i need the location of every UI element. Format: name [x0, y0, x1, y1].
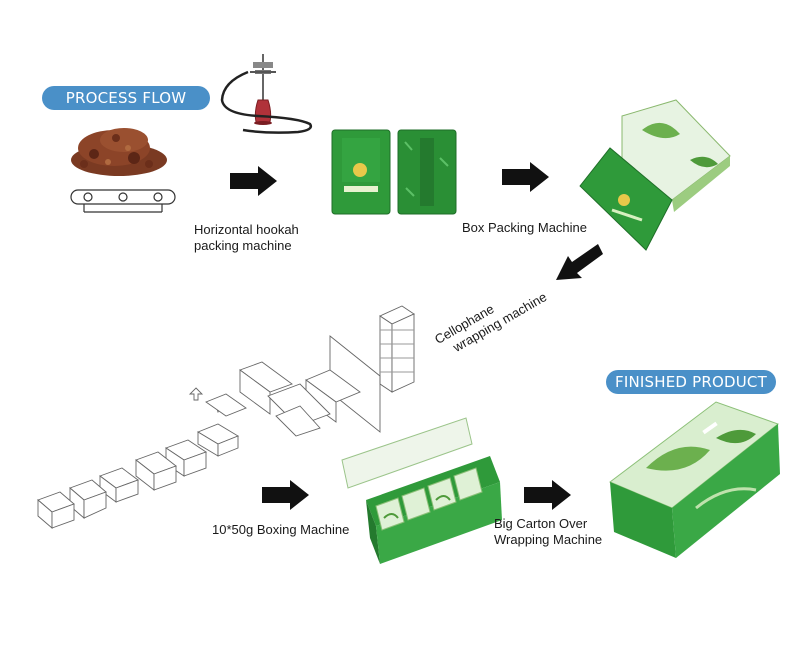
boxed-pouch-image — [579, 99, 731, 251]
finished-product-badge: FINISHED PRODUCT — [606, 370, 776, 394]
carton-label-line2: Wrapping Machine — [494, 532, 603, 547]
hookah-image — [220, 54, 312, 134]
box-packing-label: Box Packing Machine — [462, 220, 588, 235]
horizontal-label-line1: Horizontal hookah — [194, 222, 299, 237]
green-pouch-image — [331, 129, 457, 215]
process-flow-badge: PROCESS FLOW — [42, 86, 210, 110]
tobacco-pile-image — [71, 128, 167, 176]
horizontal-label-line2: packing machine — [194, 238, 292, 253]
arrow-down-left-icon — [556, 244, 603, 280]
cellophane-label: Cellophane wrapping machine — [432, 275, 550, 361]
horizontal-packing-label: Horizontal hookah packing machine — [194, 222, 299, 254]
arrow-right-icon — [230, 166, 277, 196]
boxing-machine-label: 10*50g Boxing Machine — [212, 522, 350, 537]
conveyor-icon — [70, 189, 176, 213]
carton-label-line1: Big Carton Over — [494, 516, 588, 531]
arrow-right-icon — [524, 480, 571, 510]
box-diagram-illustration — [37, 305, 415, 529]
carton-wrapping-label: Big Carton Over Wrapping Machine — [494, 516, 602, 548]
finished-carton-image — [609, 401, 780, 558]
arrow-right-icon — [502, 162, 549, 192]
arrow-right-icon — [262, 480, 309, 510]
open-carton-image — [341, 417, 502, 564]
